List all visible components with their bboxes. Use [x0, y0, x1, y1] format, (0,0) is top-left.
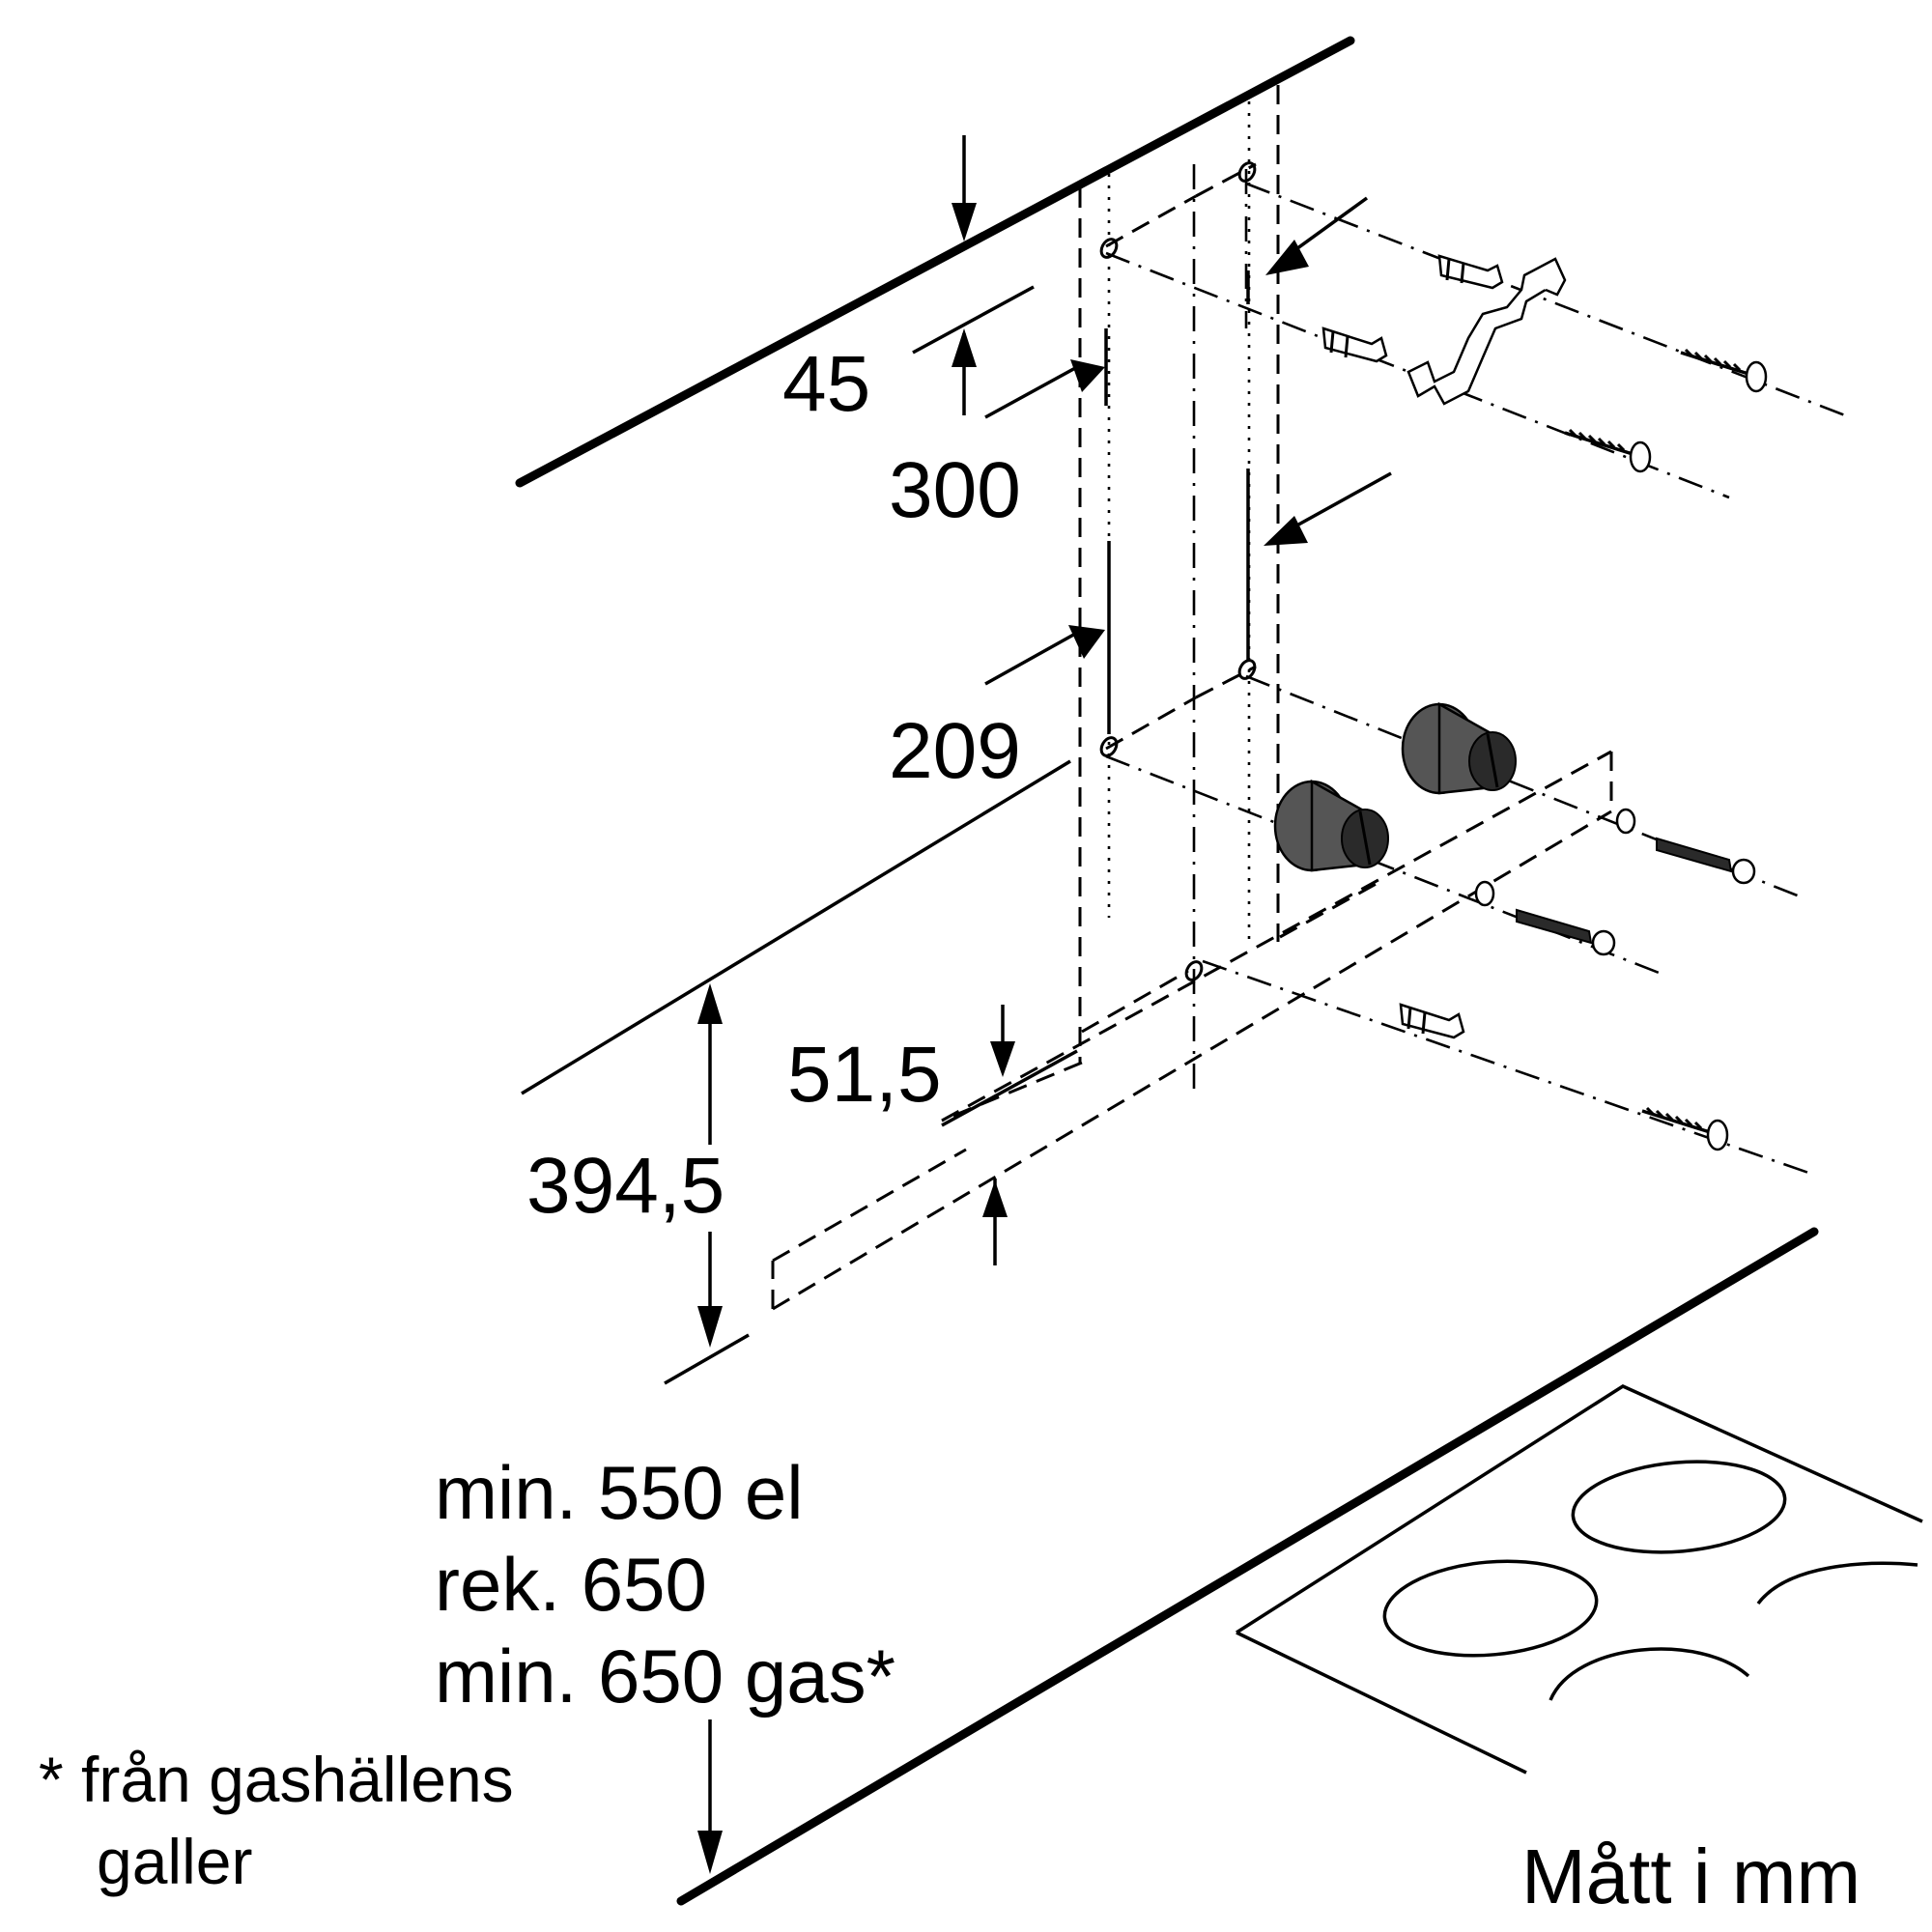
- hob: [1236, 1384, 1923, 1775]
- upper-wall-plug-2: [1321, 327, 1388, 363]
- lower-bolt-1: [1656, 837, 1756, 885]
- dimension-300: 300: [889, 270, 1250, 534]
- clearance-line-2: rek. 650: [435, 1542, 707, 1627]
- hood-bottom-edge: [521, 759, 1071, 1095]
- clearance-line-1: min. 550 el: [435, 1450, 804, 1535]
- hob-zone-4: [1548, 1647, 1750, 1701]
- upper-screw-1: [1680, 348, 1768, 393]
- upper-screw-2: [1564, 428, 1652, 473]
- dimension-209-label: 209: [889, 707, 1021, 795]
- upper-right-arrow: [1265, 196, 1369, 275]
- hob-zone-1: [1571, 1460, 1787, 1554]
- dimension-209: 209: [889, 469, 1392, 795]
- lower-wall-plug: [1399, 1003, 1465, 1039]
- ceiling-line: [515, 36, 1355, 488]
- hob-zone-3: [1756, 1561, 1918, 1605]
- worktop-line: [676, 1227, 1819, 1906]
- dimension-45-label: 45: [782, 340, 870, 428]
- footnote-line-1: * från gashällens: [39, 1744, 514, 1815]
- upper-wall-plug-1: [1437, 254, 1504, 290]
- rubber-buffer-2: [1273, 779, 1389, 872]
- lower-bolt-2: [1516, 908, 1616, 956]
- dimension-45: 45: [782, 135, 1035, 428]
- dimension-394-5: 394,5: [526, 983, 724, 1348]
- mounting-bracket: [1406, 257, 1567, 406]
- dimension-300-label: 300: [889, 446, 1021, 534]
- hood-lower-reference: [664, 1333, 750, 1385]
- clearance-arrow: [697, 1719, 723, 1874]
- drill-holes: [1099, 161, 1257, 981]
- hob-zone-2: [1382, 1559, 1599, 1658]
- lower-screw: [1641, 1106, 1729, 1151]
- dimension-51-5: 51,5: [787, 1005, 1078, 1265]
- units-label: Mått i mm: [1521, 1833, 1861, 1919]
- dimension-394-5-label: 394,5: [526, 1142, 724, 1230]
- rubber-buffer-1: [1401, 701, 1517, 795]
- footnote-line-2: galler: [97, 1826, 252, 1897]
- dimension-51-5-label: 51,5: [787, 1031, 942, 1119]
- washers: [1474, 808, 1636, 907]
- chimney-outline: [1078, 85, 1382, 1092]
- clearance-line-3: min. 650 gas*: [435, 1634, 895, 1719]
